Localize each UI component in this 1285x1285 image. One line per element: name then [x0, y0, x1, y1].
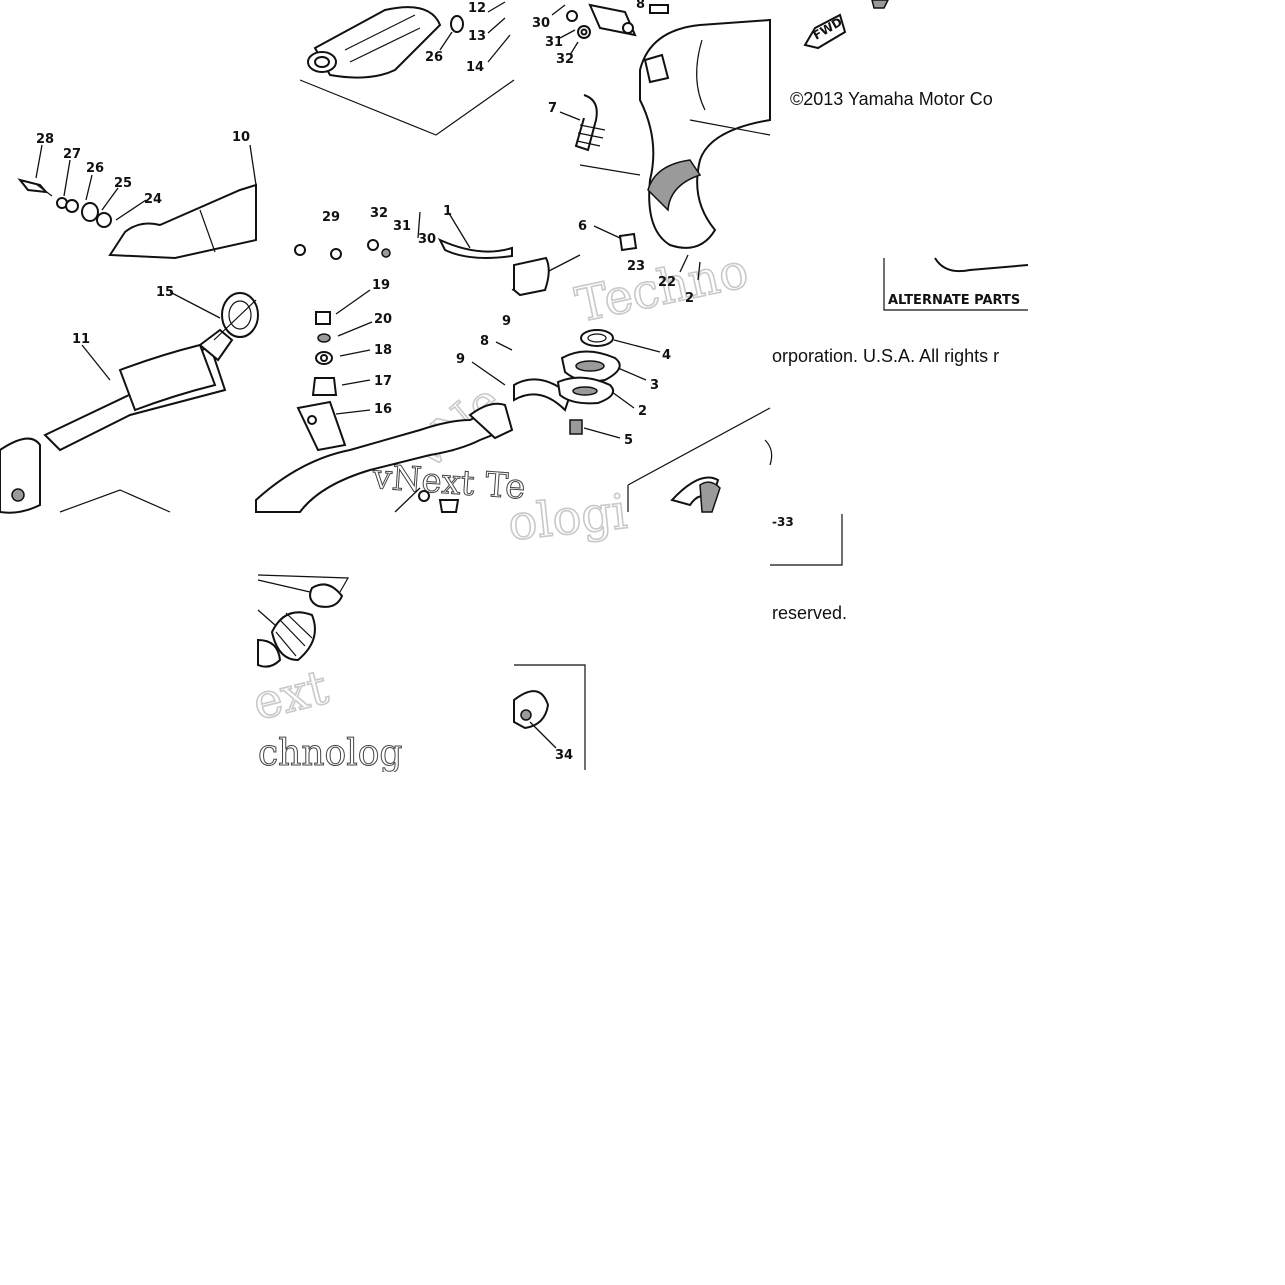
callout-24: 24: [144, 192, 162, 207]
callout-31: 31: [393, 219, 411, 234]
callout-6: 6: [578, 219, 587, 234]
callout-5: 5: [624, 433, 633, 448]
watermark-text: chnolog: [258, 733, 402, 774]
callout-33-label: -33: [772, 515, 794, 529]
copyright: ©2013 Yamaha Motor Co orporation. U.S.A.…: [772, 89, 999, 623]
callout-3: 3: [650, 378, 659, 393]
callout-30: 30: [418, 232, 436, 247]
callout-32: 32: [556, 52, 574, 67]
callout-22: 22: [658, 275, 676, 290]
alternate-parts-box: ALTERNATE PARTS: [883, 257, 1029, 311]
watermark-text: ologi: [505, 484, 629, 552]
callout-2: 2: [685, 291, 694, 306]
callout-10: 10: [232, 130, 250, 145]
callout-9: 9: [502, 314, 511, 329]
callout-15: 15: [156, 285, 174, 300]
copyright-line-2: orporation. U.S.A. All rights r: [772, 346, 999, 366]
callout-18: 18: [374, 343, 392, 358]
callout-4: 4: [662, 348, 671, 363]
callout-32: 32: [370, 206, 388, 221]
callout-13: 13: [468, 29, 486, 44]
callout-34-box: [513, 664, 586, 770]
callout-9: 9: [456, 352, 465, 367]
fwd-arrow: FWD: [803, 0, 889, 50]
callout-33-box: -33: [770, 514, 843, 566]
copyright-line-3: reserved.: [772, 603, 847, 623]
watermark-text: ext: [247, 659, 333, 731]
tailpipe-group: [0, 144, 259, 514]
callout-14: 14: [466, 60, 484, 75]
callout-11: 11: [72, 332, 90, 347]
callout-8: 8: [636, 0, 645, 12]
callout-26: 26: [86, 161, 104, 176]
callout-1: 1: [443, 204, 452, 219]
callout-31: 31: [545, 35, 563, 50]
callout-34: 34: [555, 748, 573, 763]
callout-20: 20: [374, 312, 392, 327]
copyright-line-1: ©2013 Yamaha Motor Co: [790, 89, 993, 109]
flange-gasket-group: [513, 256, 773, 513]
callout-29: 29: [322, 210, 340, 225]
header-pipe-group: [255, 209, 514, 513]
callout-27: 27: [63, 147, 81, 162]
callout-numbers: 12 13 14 26 30 31 32 8 7 28 27 26 25 24 …: [36, 0, 694, 763]
expansion-chamber-group: [511, 3, 771, 291]
callout-26: 26: [425, 50, 443, 65]
callout-7: 7: [548, 101, 557, 116]
callout-23: 23: [627, 259, 645, 274]
callout-2: 2: [638, 404, 647, 419]
muffler-end-group: [299, 1, 515, 136]
alternate-parts-caption: ALTERNATE PARTS: [888, 293, 1020, 308]
callout-8: 8: [480, 334, 489, 349]
callout-17: 17: [374, 374, 392, 389]
callout-16: 16: [374, 402, 392, 417]
callout-19: 19: [372, 278, 390, 293]
callout-12: 12: [468, 1, 486, 16]
callout-28: 28: [36, 132, 54, 147]
callout-30: 30: [532, 16, 550, 31]
callout-25: 25: [114, 176, 132, 191]
clamp-group: [257, 574, 350, 668]
